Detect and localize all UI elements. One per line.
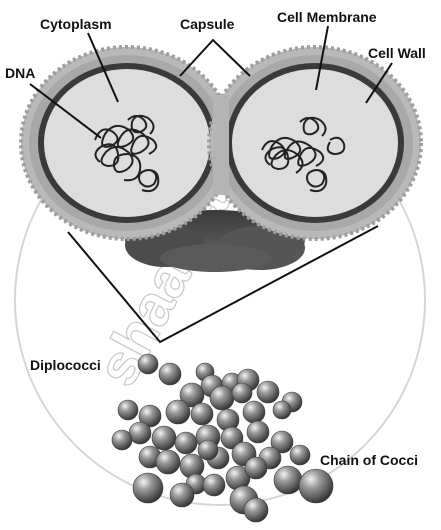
coccus-sphere xyxy=(289,444,311,466)
cell-wall-pointer xyxy=(365,62,393,104)
coccus-sphere xyxy=(138,404,162,428)
coccus-sphere xyxy=(155,449,181,475)
cytoplasm-left xyxy=(38,63,216,223)
coccus-sphere xyxy=(231,382,253,404)
coccus-sphere xyxy=(128,421,152,445)
label-cell-membrane: Cell Membrane xyxy=(277,9,377,25)
coccus-sphere xyxy=(158,362,182,386)
coccus-sphere xyxy=(197,439,219,461)
zoom-bracket xyxy=(67,225,379,344)
septum xyxy=(213,95,229,195)
coccus-sphere xyxy=(220,426,244,450)
coccus-sphere xyxy=(169,482,195,508)
label-cytoplasm: Cytoplasm xyxy=(40,16,112,32)
coccus-sphere xyxy=(117,399,139,421)
coccus-sphere xyxy=(244,456,268,480)
cell-membrane-pointer xyxy=(315,25,329,91)
label-chain-of-cocci: Chain of Cocci xyxy=(320,452,418,468)
leader-lines xyxy=(29,25,393,344)
coccus-sphere xyxy=(111,429,133,451)
coccus-sphere xyxy=(179,453,205,479)
dna-right xyxy=(261,116,346,193)
left-coccus-cell xyxy=(19,45,235,241)
coccus-sphere xyxy=(272,400,292,420)
coccus-sphere xyxy=(190,402,214,426)
label-capsule: Capsule xyxy=(180,16,235,32)
coccus-sphere xyxy=(209,385,235,411)
cytoplasm-pointer xyxy=(87,32,119,103)
dna-left xyxy=(94,114,160,193)
coccus-sphere xyxy=(174,431,198,455)
label-dna: DNA xyxy=(5,65,35,81)
label-cell-wall: Cell Wall xyxy=(368,45,426,61)
coccus-sphere xyxy=(242,400,266,424)
dna-pointer xyxy=(29,83,102,139)
coccus-sphere xyxy=(179,382,205,408)
coccus-sphere xyxy=(165,399,191,425)
label-diplococci: Diplococci xyxy=(30,357,101,373)
right-coccus-cell xyxy=(207,45,423,241)
coccus-sphere xyxy=(151,425,177,451)
coccus-sphere xyxy=(273,465,303,495)
capsule-pointer xyxy=(179,38,251,77)
coccus-sphere xyxy=(246,420,270,444)
coccus-sphere xyxy=(256,380,280,404)
coccus-sphere xyxy=(132,472,164,504)
coccus-sphere xyxy=(202,473,226,497)
coccus-sphere xyxy=(243,497,269,523)
cocci-cluster xyxy=(111,353,334,523)
coccus-sphere xyxy=(270,430,294,454)
coccus-sphere xyxy=(298,468,334,504)
coccus-sphere xyxy=(137,353,159,375)
